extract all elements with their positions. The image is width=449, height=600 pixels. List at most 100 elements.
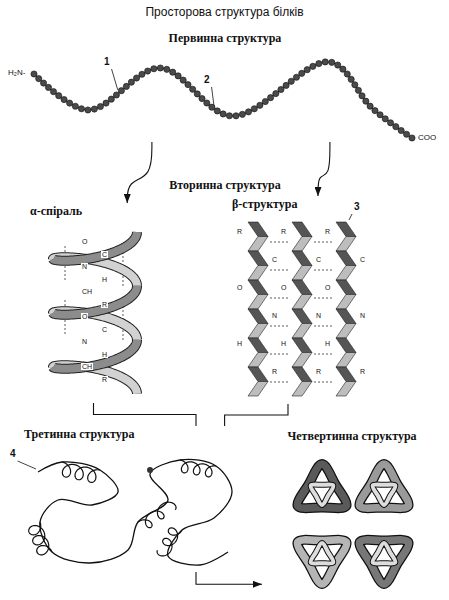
beta-strand-segment xyxy=(248,266,268,281)
amino-acid-bead xyxy=(398,127,404,133)
subunit-ribbon xyxy=(373,484,396,505)
atom-symbol: H xyxy=(236,340,243,347)
atom-symbol: N xyxy=(315,312,322,319)
amino-acid-bead xyxy=(283,82,289,88)
beta-strand-segment xyxy=(336,237,356,252)
beta-strand-segment xyxy=(248,338,268,353)
helix-ribbon xyxy=(53,232,137,261)
amino-acid-bead xyxy=(233,113,239,119)
amino-acid-bead xyxy=(31,71,37,77)
leader-line xyxy=(18,461,36,469)
helix-coil xyxy=(157,528,182,556)
beta-strand-segment xyxy=(336,251,356,266)
atom-symbol: R xyxy=(271,368,278,375)
structure-heading: Первинна структура xyxy=(169,32,282,46)
amino-acid-bead xyxy=(85,107,91,113)
amino-acid-bead xyxy=(355,87,361,93)
beta-strand-segment xyxy=(292,251,312,266)
atom-symbol: CH xyxy=(81,363,93,370)
beta-strand-segment xyxy=(292,309,312,324)
atom-symbol: O xyxy=(324,284,331,291)
polypeptide-chain xyxy=(34,62,412,138)
connector-arrow xyxy=(196,572,262,584)
subunit-edge xyxy=(359,464,408,508)
quaternary-assembly xyxy=(297,464,408,584)
subunit-ribbon xyxy=(297,464,346,508)
hydrogen-bond xyxy=(270,298,290,299)
subunit-edge xyxy=(297,464,346,508)
beta-strand-segment xyxy=(292,295,312,310)
alpha-helix-ribbon xyxy=(53,232,137,394)
amino-acid-bead xyxy=(273,90,279,96)
amino-acid-bead xyxy=(403,131,409,137)
amino-acid-bead xyxy=(133,75,139,81)
amino-acid-bead xyxy=(72,103,78,109)
backbone-trace xyxy=(38,459,232,565)
beta-strand-segment xyxy=(292,382,312,397)
beta-strand-segment xyxy=(336,222,356,237)
hydrogen-bond xyxy=(270,382,290,383)
atom-symbol: C xyxy=(359,256,366,263)
atom-symbol: R xyxy=(315,368,322,375)
beta-strand-segment xyxy=(292,237,312,252)
connector-arrow xyxy=(318,142,330,196)
amino-acid-bead xyxy=(199,95,205,101)
amino-acid-bead xyxy=(61,96,67,102)
beta-strand-segment xyxy=(336,367,356,382)
amino-acid-bead xyxy=(310,63,316,69)
atom-symbol: H xyxy=(101,276,108,283)
helix-coil xyxy=(29,522,52,555)
beta-sheet xyxy=(248,222,356,396)
structure-panel: Четвертинна структура xyxy=(262,428,442,596)
amino-acid-bead xyxy=(377,112,383,118)
helix-coil xyxy=(138,502,176,528)
amino-acid-bead xyxy=(66,100,72,106)
tertiary-fold xyxy=(29,459,232,565)
leader-line xyxy=(112,69,118,90)
beta-strand-segment xyxy=(248,367,268,382)
helix-coil xyxy=(62,462,100,482)
amino-acid-bead xyxy=(304,67,310,73)
helix-coil xyxy=(180,460,216,477)
amino-acid-bead xyxy=(367,103,373,109)
structure-panel: β-структура xyxy=(228,196,378,404)
structure-heading: Третинна структура xyxy=(24,428,134,442)
amino-acid-bead xyxy=(239,111,245,117)
atom-symbol: H xyxy=(101,351,108,358)
amino-acid-bead xyxy=(363,98,369,104)
subunit-edge xyxy=(311,484,334,505)
subunit-edge xyxy=(373,484,396,505)
hydrogen-bond xyxy=(314,382,334,383)
amino-acid-bead xyxy=(78,106,84,112)
amino-acid-bead xyxy=(393,124,399,130)
amino-acid-bead xyxy=(170,69,176,75)
chain-terminus: H₂N- xyxy=(8,68,25,77)
atom-symbol: C xyxy=(315,256,322,263)
amino-acid-bead xyxy=(348,76,354,82)
structure-panel: Третинна структура xyxy=(20,426,240,572)
amino-acid-residues xyxy=(31,59,415,141)
atom-symbol: R xyxy=(359,368,366,375)
subunit-edge xyxy=(311,543,334,564)
helix-ribbon-edge xyxy=(53,286,137,315)
amino-acid-bead xyxy=(190,86,196,92)
hydrogen-bond xyxy=(314,298,334,299)
beta-strand-segment xyxy=(336,324,356,339)
amino-acid-bead xyxy=(372,108,378,114)
beta-strand-segment xyxy=(248,382,268,397)
beta-strand-segment xyxy=(292,222,312,237)
amino-acid-bead xyxy=(299,70,305,76)
beta-strand-segment xyxy=(336,353,356,368)
amino-acid-bead xyxy=(103,100,109,106)
atom-symbol: O xyxy=(81,238,88,245)
hydrogen-bond xyxy=(270,270,290,271)
amino-acid-bead xyxy=(45,84,51,90)
amino-acid-bead xyxy=(164,66,170,72)
connector-arrow xyxy=(94,403,197,426)
heme-group xyxy=(147,467,153,473)
leader-line xyxy=(212,87,214,105)
amino-acid-bead xyxy=(329,59,335,65)
structure-panel: α-спіраль xyxy=(26,203,161,403)
